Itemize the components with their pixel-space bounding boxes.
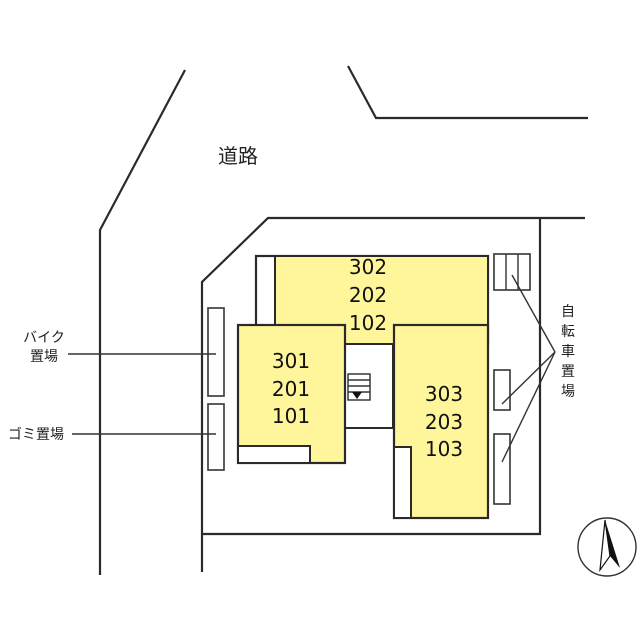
bicycle-label-char-4: 置 — [561, 364, 575, 380]
bike-parking-area — [207, 307, 225, 397]
north-arrow-icon — [577, 517, 637, 577]
bicycle-rack-top — [493, 253, 531, 291]
bicycle-label-char-3: 車 — [561, 343, 575, 360]
bicycle-leader-1 — [511, 274, 556, 353]
bicycle-leader-3 — [501, 351, 556, 463]
lot-boundary-top-left — [200, 216, 585, 572]
road-edge-left — [98, 69, 186, 575]
unit-label-101: 101 — [272, 404, 310, 428]
annex-303 — [393, 446, 412, 519]
lot-boundary-right-bottom — [202, 218, 542, 536]
unit-label-203: 203 — [425, 410, 463, 434]
unit-label-301: 301 — [272, 349, 310, 373]
unit-label-303: 303 — [425, 382, 463, 406]
bicycle-label-char-1: 自 — [561, 304, 575, 320]
unit-label-102: 102 — [349, 311, 387, 335]
bicycle-label-char-2: 転 — [561, 324, 575, 340]
unit-label-302: 302 — [349, 255, 387, 279]
unit-label-103: 103 — [425, 437, 463, 461]
bicycle-leader-2 — [501, 351, 556, 405]
bicycle-label-char-5: 場 — [561, 384, 575, 400]
road-label: 道路 — [218, 144, 258, 168]
unit-label-202: 202 — [349, 283, 387, 307]
garbage-label: ゴミ置場 — [8, 426, 64, 443]
garbage-area — [207, 403, 225, 471]
unit-label-201: 201 — [272, 377, 310, 401]
bike-parking-label-line1: バイク — [23, 330, 65, 346]
road-edge-right — [347, 65, 588, 120]
bike-parking-label-line2: 置場 — [30, 349, 58, 365]
bicycle-rack-bottom — [493, 433, 511, 505]
stairs-icon — [347, 373, 371, 401]
annex-301 — [237, 445, 311, 464]
